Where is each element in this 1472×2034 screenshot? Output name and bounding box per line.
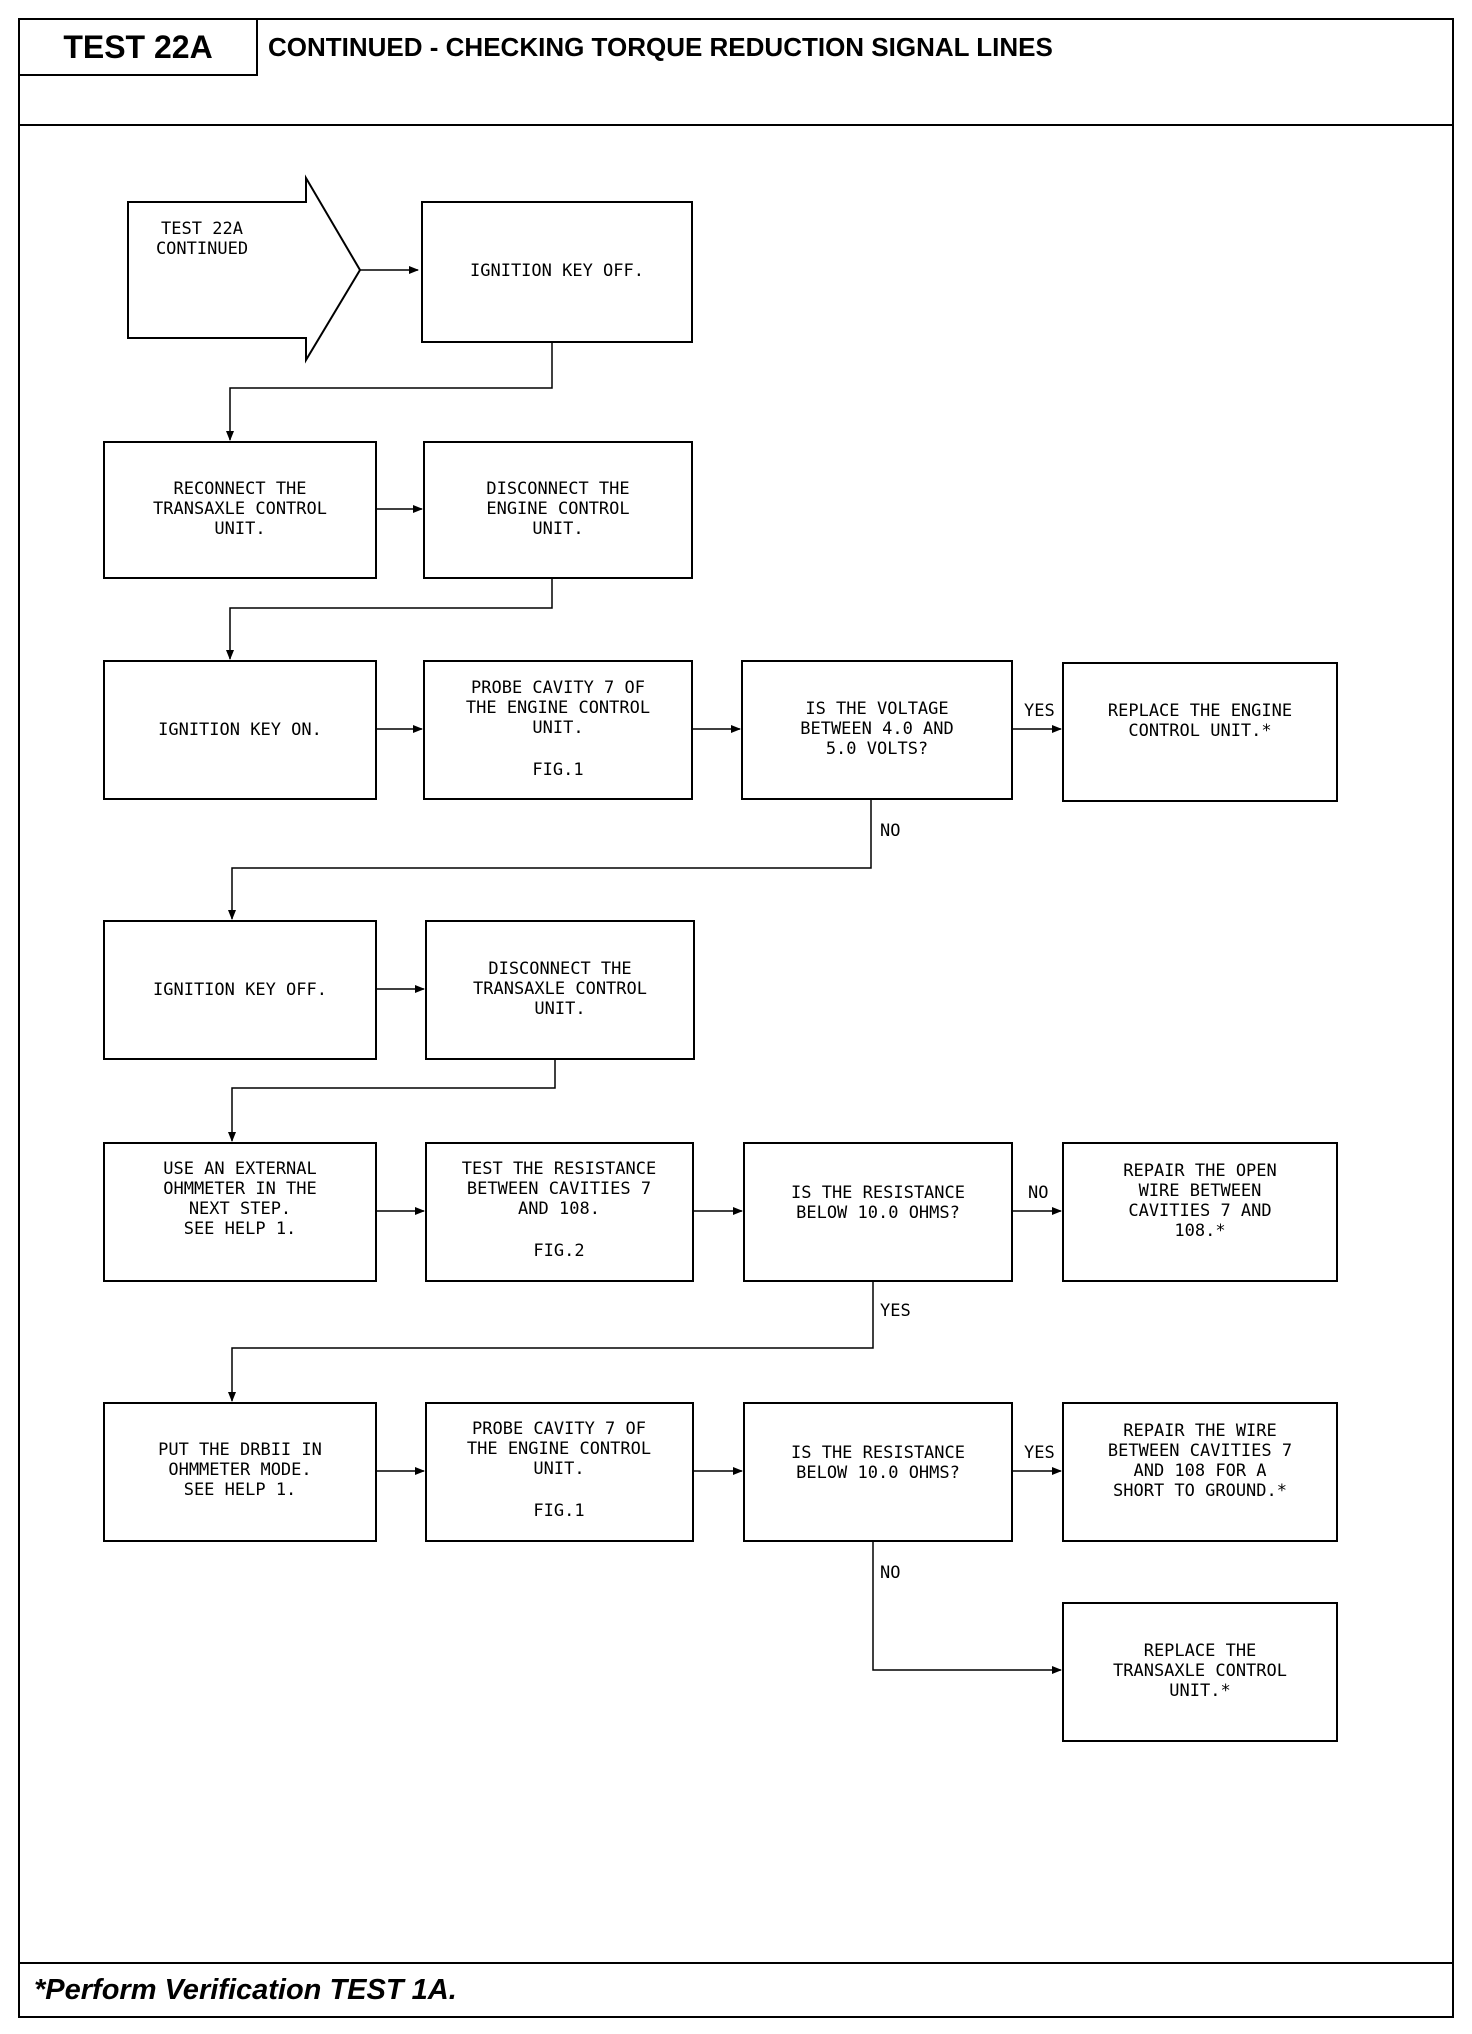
branch-label-yes: YES [1024,701,1055,721]
box-text: OHMMETER MODE. [168,1460,311,1480]
box-text: PROBE CAVITY 7 OF [471,678,645,698]
branch-label-no: NO [1028,1183,1048,1203]
box-text: ENGINE CONTROL [486,499,629,519]
box-text: BETWEEN 4.0 AND [800,719,954,739]
box-text: AND 108. [518,1199,600,1219]
box-text: CONTROL UNIT.* [1128,721,1271,741]
box-text: WIRE BETWEEN [1139,1181,1262,1201]
page-title: CONTINUED - CHECKING TORQUE REDUCTION SI… [268,32,1053,62]
verification-note: *Perform Verification TEST 1A. [34,1974,457,2006]
box-text: SEE HELP 1. [184,1480,297,1500]
box-text: BETWEEN CAVITIES 7 [1108,1441,1292,1461]
box-text: PUT THE DRBII IN [158,1440,322,1460]
box-text: FIG.1 [532,760,583,780]
box-text: IGNITION KEY OFF. [153,980,327,1000]
box-text: REPAIR THE OPEN [1123,1161,1277,1181]
box-text: FIG.2 [533,1241,584,1261]
step-replace-ecu: REPLACE THE ENGINE CONTROL UNIT.* [1062,662,1338,802]
step-test-resistance: TEST THE RESISTANCE BETWEEN CAVITIES 7 A… [425,1142,694,1282]
header-bar: TEST 22A CONTINUED - CHECKING TORQUE RED… [20,20,1452,126]
box-text: TEST THE RESISTANCE [462,1159,656,1179]
box-text: THE ENGINE CONTROL [466,698,650,718]
branch-label-yes: YES [1024,1443,1055,1463]
branch-label-no: NO [880,1563,900,1583]
box-text: PROBE CAVITY 7 OF [472,1419,646,1439]
step-use-external-ohmmeter: USE AN EXTERNAL OHMMETER IN THE NEXT STE… [103,1142,377,1282]
step-disconnect-ecu: DISCONNECT THE ENGINE CONTROL UNIT. [423,441,693,579]
box-text: IS THE RESISTANCE [791,1183,965,1203]
box-text: OHMMETER IN THE [163,1179,317,1199]
step-repair-short-to-ground: REPAIR THE WIRE BETWEEN CAVITIES 7 AND 1… [1062,1402,1338,1542]
box-text: UNIT. [214,519,265,539]
decision-resistance-1: IS THE RESISTANCE BELOW 10.0 OHMS? [743,1142,1013,1282]
box-text: UNIT.* [1169,1681,1230,1701]
step-reconnect-tcu: RECONNECT THE TRANSAXLE CONTROL UNIT. [103,441,377,579]
test-id-label: TEST 22A [20,20,258,76]
step-ignition-key-off-2: IGNITION KEY OFF. [103,920,377,1060]
box-text: THE ENGINE CONTROL [467,1439,651,1459]
step-ignition-key-on: IGNITION KEY ON. [103,660,377,800]
branch-label-yes: YES [880,1301,911,1321]
box-text: NEXT STEP. [189,1199,291,1219]
box-text: UNIT. [532,718,583,738]
branch-label-no: NO [880,821,900,841]
box-text: BETWEEN CAVITIES 7 [467,1179,651,1199]
box-text: REPAIR THE WIRE [1123,1421,1277,1441]
box-text: USE AN EXTERNAL [163,1159,317,1179]
box-text: IGNITION KEY ON. [158,720,322,740]
box-text: BELOW 10.0 OHMS? [796,1203,960,1223]
box-text: SEE HELP 1. [184,1219,297,1239]
box-text: TRANSAXLE CONTROL [1113,1661,1287,1681]
step-probe-cavity-7-a: PROBE CAVITY 7 OF THE ENGINE CONTROL UNI… [423,660,693,800]
box-text: UNIT. [533,1459,584,1479]
step-replace-tcu: REPLACE THE TRANSAXLE CONTROL UNIT.* [1062,1602,1338,1742]
box-text: DISCONNECT THE [488,959,631,979]
start-arrow-line: TEST 22A [161,219,243,239]
step-repair-open-wire: REPAIR THE OPEN WIRE BETWEEN CAVITIES 7 … [1062,1142,1338,1282]
box-text: REPLACE THE ENGINE [1108,701,1292,721]
box-text: TRANSAXLE CONTROL [473,979,647,999]
box-text: TRANSAXLE CONTROL [153,499,327,519]
box-text: UNIT. [534,999,585,1019]
page-frame: TEST 22A CONTINUED - CHECKING TORQUE RED… [18,18,1454,2018]
box-text: AND 108 FOR A [1133,1461,1266,1481]
box-text: DISCONNECT THE [486,479,629,499]
box-text: FIG.1 [533,1501,584,1521]
box-text: IS THE VOLTAGE [805,699,948,719]
flow-connectors [226,266,1062,1674]
start-arrow: TEST 22A CONTINUED [127,174,362,364]
box-text: 5.0 VOLTS? [826,739,928,759]
box-text: UNIT. [532,519,583,539]
box-text: 108.* [1174,1221,1225,1241]
start-arrow-line: CONTINUED [156,239,248,259]
box-text: SHORT TO GROUND.* [1113,1481,1287,1501]
footer-bar: *Perform Verification TEST 1A. [20,1962,1452,2016]
box-text: IGNITION KEY OFF. [470,261,644,281]
box-text: REPLACE THE [1144,1641,1257,1661]
decision-resistance-2: IS THE RESISTANCE BELOW 10.0 OHMS? [743,1402,1013,1542]
box-text: CAVITIES 7 AND [1128,1201,1271,1221]
box-text: IS THE RESISTANCE [791,1443,965,1463]
step-probe-cavity-7-b: PROBE CAVITY 7 OF THE ENGINE CONTROL UNI… [425,1402,694,1542]
box-text: BELOW 10.0 OHMS? [796,1463,960,1483]
step-ignition-key-off-1: IGNITION KEY OFF. [421,201,693,343]
box-text: RECONNECT THE [173,479,306,499]
decision-voltage: IS THE VOLTAGE BETWEEN 4.0 AND 5.0 VOLTS… [741,660,1013,800]
step-disconnect-tcu: DISCONNECT THE TRANSAXLE CONTROL UNIT. [425,920,695,1060]
step-drbii-ohmmeter-mode: PUT THE DRBII IN OHMMETER MODE. SEE HELP… [103,1402,377,1542]
